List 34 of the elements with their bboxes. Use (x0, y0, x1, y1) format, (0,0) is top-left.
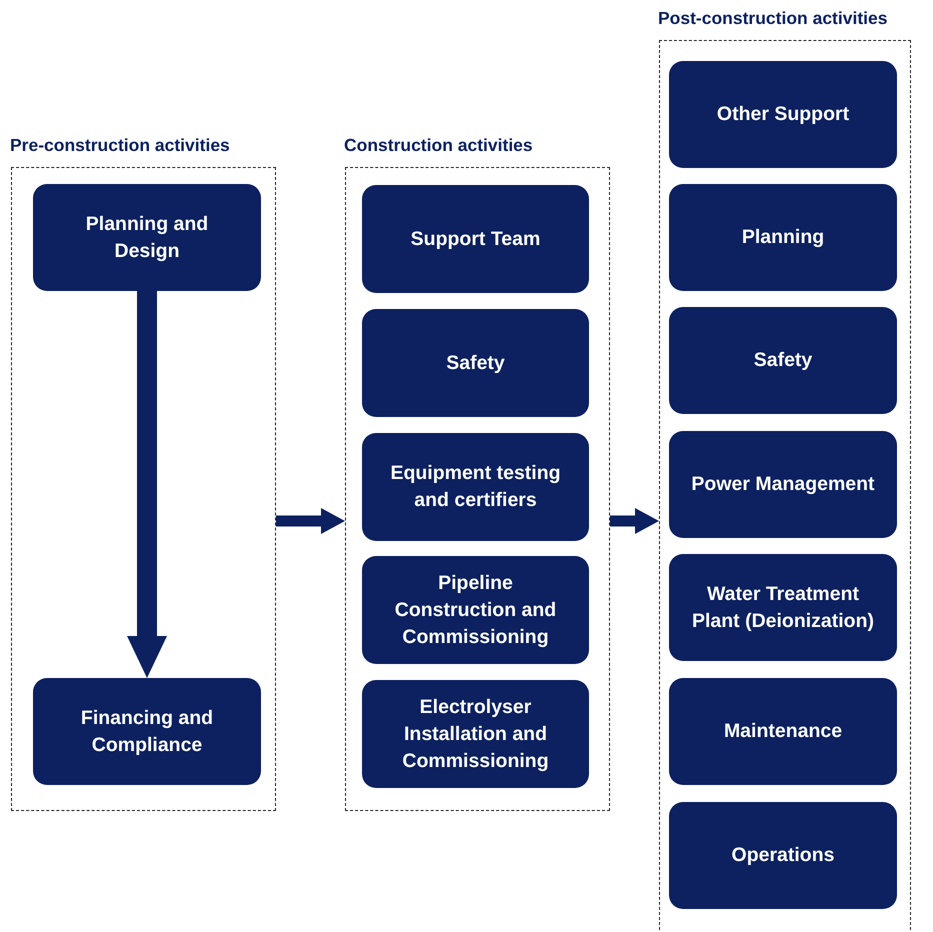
block-arrow (276, 508, 345, 534)
activity-box (362, 309, 589, 417)
box-label: Operations (730, 843, 836, 868)
activity-box (669, 554, 897, 661)
box-label: Safety (445, 350, 506, 376)
block-arrow (127, 291, 167, 678)
activity-box (669, 307, 897, 414)
activity-box (669, 678, 897, 785)
box-label: Planning (740, 225, 826, 250)
box-label: Water Treatment Plant (Deionization) (691, 582, 875, 634)
activity-box (362, 433, 589, 541)
activity-box (33, 678, 261, 785)
box-label: Other Support (716, 102, 850, 127)
activity-box (362, 556, 589, 664)
activity-box (362, 680, 589, 788)
box-label: Financing and Compliance (80, 706, 214, 758)
activity-box (362, 185, 589, 293)
box-label: Pipeline Construction and Commissioning (394, 570, 558, 650)
activity-box (669, 61, 897, 168)
box-label: Planning and Design (84, 212, 210, 264)
activity-box (669, 184, 897, 291)
group-heading: Pre-construction activities (10, 135, 230, 156)
box-label: Maintenance (722, 719, 844, 744)
activity-box (33, 184, 261, 291)
block-arrow (610, 508, 659, 534)
box-label: Safety (752, 348, 814, 373)
activity-box (669, 802, 897, 909)
box-label: Equipment testing and certifiers (389, 461, 562, 513)
group-heading: Construction activities (344, 135, 533, 156)
activity-box (669, 431, 897, 538)
box-label: Power Management (690, 472, 876, 497)
group-heading: Post-construction activities (658, 8, 888, 29)
box-label: Support Team (410, 226, 542, 252)
box-label: Electrolyser Installation and Commissioning (401, 694, 550, 774)
